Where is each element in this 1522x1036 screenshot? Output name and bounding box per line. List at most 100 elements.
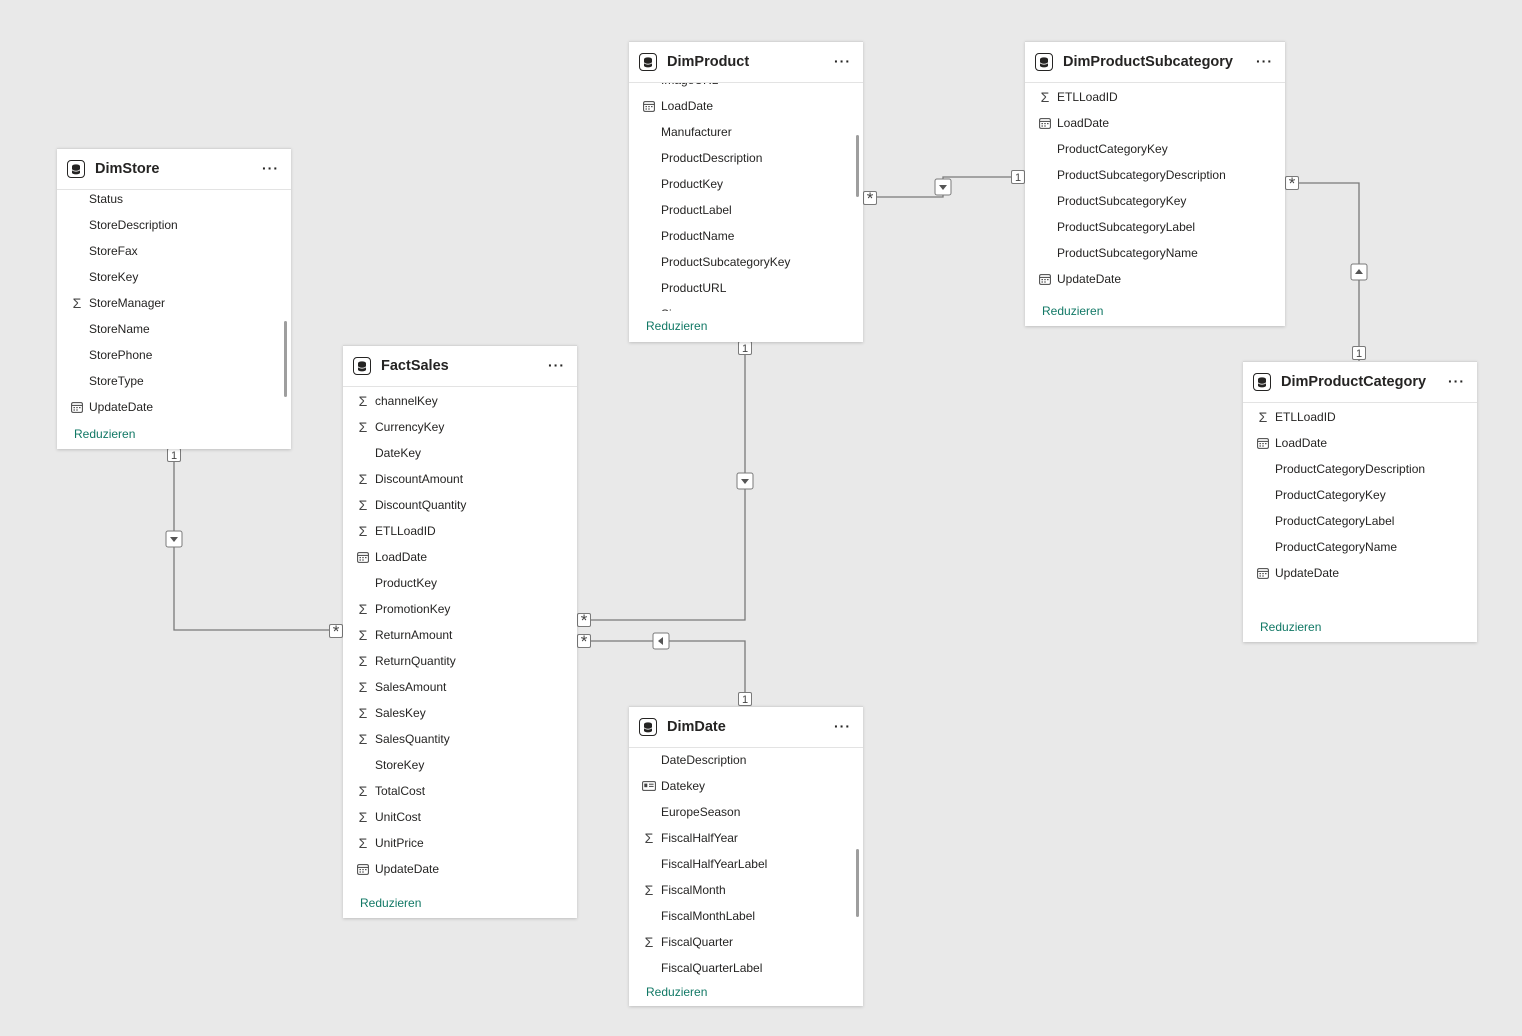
field-row[interactable]: UpdateDate [57, 394, 291, 416]
more-options-button[interactable]: ··· [262, 160, 279, 176]
field-row[interactable]: ProductKey [629, 171, 863, 197]
field-row[interactable]: ProductSubcategoryName [1025, 240, 1285, 266]
table-header[interactable]: DimProductSubcategory ··· [1025, 42, 1285, 83]
field-row[interactable]: Status [57, 186, 291, 212]
field-row[interactable]: Manufacturer [629, 119, 863, 145]
field-row[interactable]: StoreDescription [57, 212, 291, 238]
filter-direction-arrow-icon[interactable] [165, 530, 183, 548]
field-row[interactable]: UpdateDate [1025, 266, 1285, 292]
field-row[interactable]: DateDescription [629, 747, 863, 773]
table-header[interactable]: DimProduct ··· [629, 42, 863, 83]
table-header[interactable]: FactSales ··· [343, 346, 577, 387]
collapse-link[interactable]: Reduzieren [74, 427, 136, 441]
field-row[interactable]: ProductCategoryDescription [1243, 456, 1477, 482]
field-row[interactable]: StoreType [57, 368, 291, 394]
more-options-button[interactable]: ··· [834, 718, 851, 734]
field-row[interactable]: Datekey [629, 773, 863, 799]
field-row[interactable]: ProductSubcategoryKey [1025, 188, 1285, 214]
field-row[interactable]: ProductCategoryLabel [1243, 508, 1477, 534]
more-options-button[interactable]: ··· [1256, 53, 1273, 69]
field-row[interactable]: FiscalHalfYearLabel [629, 851, 863, 877]
field-row[interactable]: ProductCategoryKey [1025, 136, 1285, 162]
field-row[interactable]: ProductKey [343, 570, 577, 596]
filter-direction-arrow-icon[interactable] [652, 632, 670, 650]
field-row[interactable]: UpdateDate [1243, 560, 1477, 586]
table-header[interactable]: DimStore ··· [57, 149, 291, 190]
filter-direction-arrow-icon[interactable] [934, 178, 952, 196]
field-row[interactable]: StoreFax [57, 238, 291, 264]
scrollbar[interactable] [284, 321, 287, 397]
field-row[interactable]: LoadDate [343, 544, 577, 570]
field-row[interactable]: ProductSubcategoryKey [629, 249, 863, 275]
scrollbar[interactable] [856, 849, 859, 917]
collapse-link[interactable]: Reduzieren [360, 896, 422, 910]
field-row[interactable]: ProductDescription [629, 145, 863, 171]
table-card-dimproduct[interactable]: DimProduct ··· ImageURLLoadDateManufactu… [629, 41, 863, 342]
field-row[interactable]: ImageURL [629, 83, 863, 93]
field-row[interactable]: ProductCategoryName [1243, 534, 1477, 560]
field-row[interactable]: ProductSubcategoryLabel [1025, 214, 1285, 240]
collapse-link[interactable]: Reduzieren [1042, 304, 1104, 318]
field-row[interactable]: ProductSubcategoryDescription [1025, 162, 1285, 188]
filter-direction-arrow-icon[interactable] [736, 472, 754, 490]
field-list[interactable]: ImageURLLoadDateManufacturerProductDescr… [629, 83, 863, 311]
field-row[interactable]: StoreKey [343, 752, 577, 778]
field-row[interactable]: DateKey [343, 440, 577, 466]
field-row[interactable]: LoadDate [1243, 430, 1477, 456]
field-row[interactable]: LoadDate [1025, 110, 1285, 136]
collapse-link[interactable]: Reduzieren [1260, 620, 1322, 634]
field-row[interactable]: StorePhone [57, 342, 291, 368]
field-row[interactable]: ProductURL [629, 275, 863, 301]
field-row[interactable]: LoadDate [629, 93, 863, 119]
scrollbar[interactable] [856, 135, 859, 197]
field-row[interactable]: EuropeSeason [629, 799, 863, 825]
more-options-button[interactable]: ··· [548, 357, 565, 373]
filter-direction-arrow-icon[interactable] [1350, 263, 1368, 281]
field-row[interactable]: StoreKey [57, 264, 291, 290]
field-row[interactable]: FiscalQuarterLabel [629, 955, 863, 981]
table-header[interactable]: DimProductCategory ··· [1243, 362, 1477, 403]
field-row[interactable]: ProductLabel [629, 197, 863, 223]
collapse-link[interactable]: Reduzieren [646, 985, 708, 999]
more-options-button[interactable]: ··· [834, 53, 851, 69]
table-header[interactable]: DimDate ··· [629, 707, 863, 748]
more-options-button[interactable]: ··· [1448, 373, 1465, 389]
field-row[interactable]: ProductName [629, 223, 863, 249]
field-row[interactable]: FiscalMonthLabel [629, 903, 863, 929]
field-row[interactable]: ProductCategoryKey [1243, 482, 1477, 508]
field-row[interactable]: StoreName [57, 316, 291, 342]
collapse-link[interactable]: Reduzieren [646, 319, 708, 333]
field-row[interactable]: Size [629, 301, 863, 311]
field-row[interactable]: UpdateDate [343, 856, 577, 882]
